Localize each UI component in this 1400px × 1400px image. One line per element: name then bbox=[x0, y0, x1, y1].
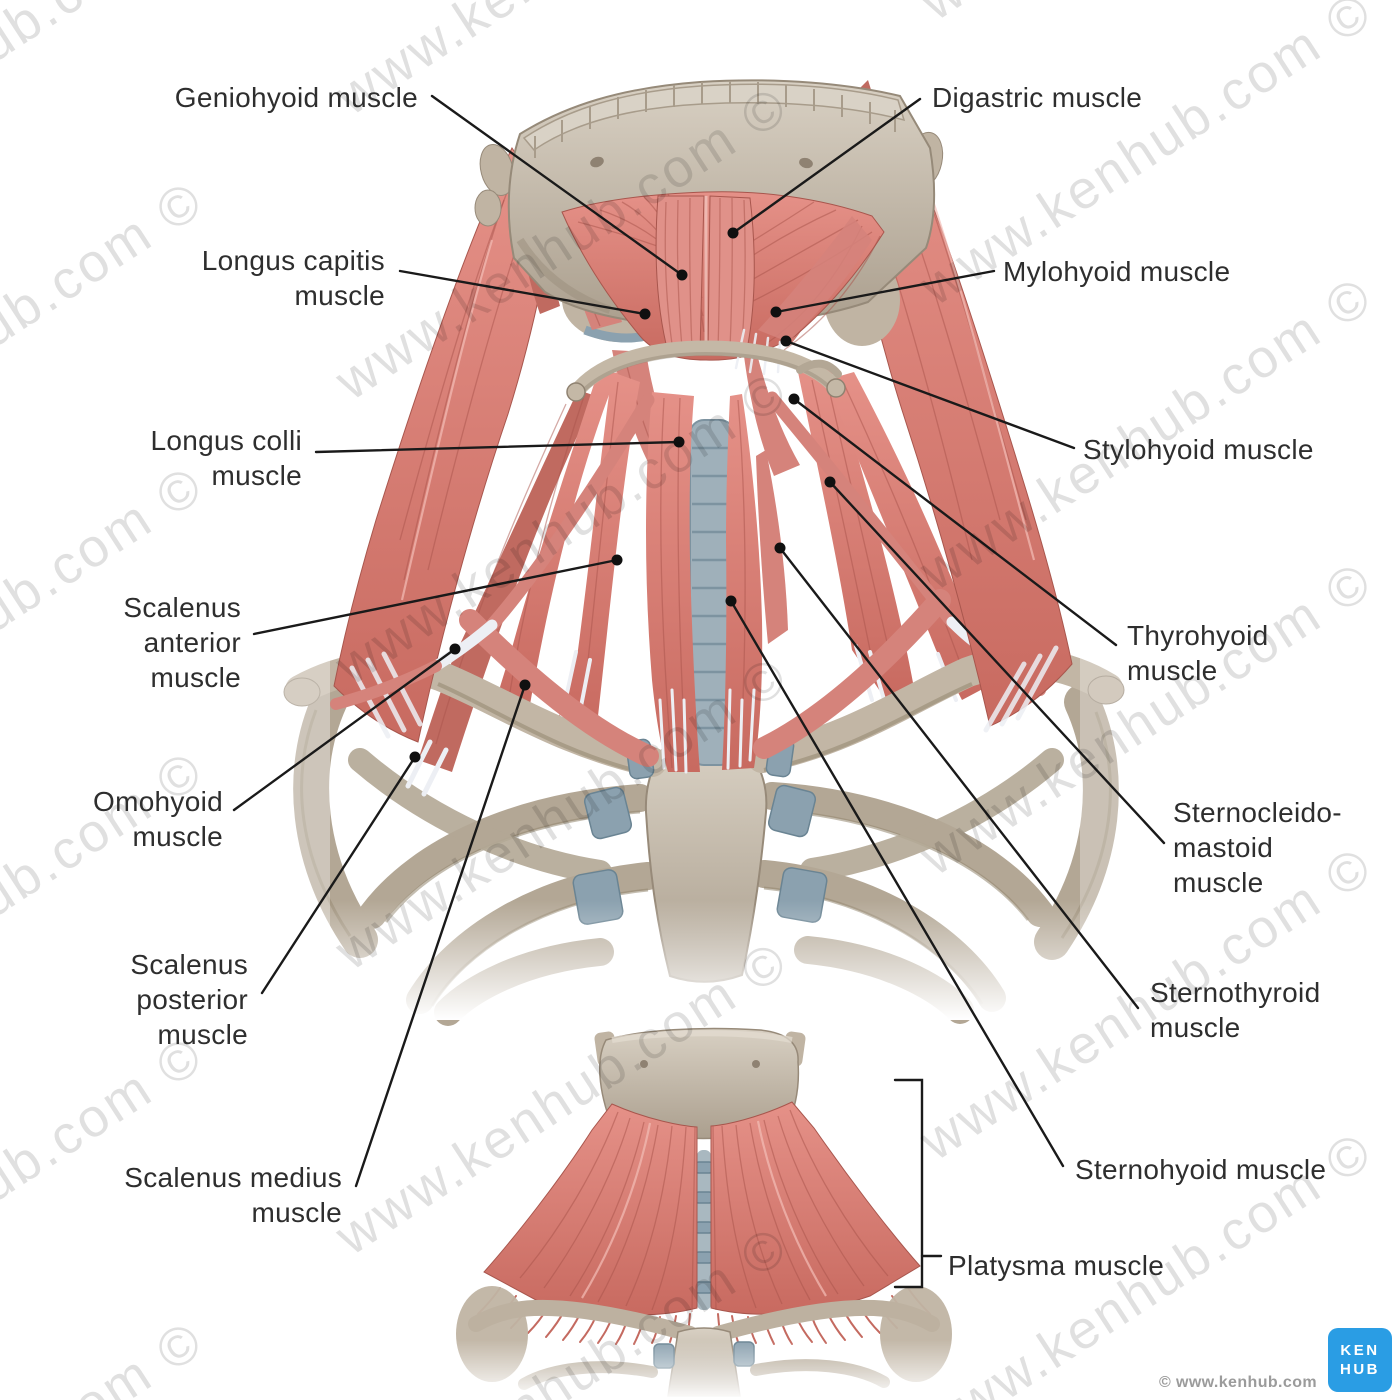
leader-longus-colli bbox=[314, 436, 685, 454]
hyoid-bone bbox=[566, 340, 846, 402]
label-geniohyoid-muscle: Geniohyoid muscle bbox=[174, 82, 418, 113]
sternothyroid-muscle-right bbox=[756, 450, 788, 644]
leader-longus-capitis bbox=[398, 269, 651, 320]
kenhub-logo: KEN HUB bbox=[1328, 1328, 1392, 1392]
copyright-text: © www.kenhub.com bbox=[1158, 1374, 1317, 1391]
leader-mylohyoid bbox=[770, 269, 996, 318]
leader-lines bbox=[232, 94, 1166, 1289]
label-longus-colli-muscle: Longus colli muscle bbox=[150, 425, 302, 491]
label-omohyoid-muscle: Omohyoid muscle bbox=[92, 786, 223, 852]
kenhub-logo-text-bottom: HUB bbox=[1340, 1361, 1380, 1378]
label-platysma-muscle: Platysma muscle bbox=[948, 1250, 1165, 1281]
leader-omohyoid bbox=[232, 643, 461, 812]
mental-foramen-left bbox=[590, 156, 604, 168]
label-thyrohyoid-muscle: Thyrohyoid muscle bbox=[1127, 620, 1269, 686]
label-sternohyoid-muscle: Sternohyoid muscle bbox=[1075, 1154, 1327, 1185]
thyrohyoid-muscle bbox=[744, 350, 800, 476]
platysma-bracket bbox=[893, 1078, 943, 1289]
leader-scalenus-medius bbox=[354, 679, 531, 1188]
label-longus-capitis-muscle: Longus capitis muscle bbox=[201, 245, 385, 311]
mental-foramen-right bbox=[799, 157, 813, 169]
leader-sternohyoid bbox=[725, 595, 1065, 1168]
leader-scalenus-anterior bbox=[252, 554, 623, 636]
label-mylohyoid-muscle: Mylohyoid muscle bbox=[1003, 256, 1231, 287]
platysma-figure bbox=[430, 1027, 970, 1400]
leader-sternothyroid bbox=[774, 542, 1140, 1010]
label-scalenus-anterior-muscle: Scalenus anterior muscle bbox=[123, 592, 241, 693]
leader-digastric bbox=[727, 97, 922, 239]
leader-geniohyoid bbox=[430, 94, 688, 281]
label-sternothyroid-muscle: Sternothyroid muscle bbox=[1150, 977, 1321, 1043]
omohyoid-muscle-left bbox=[485, 393, 655, 632]
label-scalenus-posterior-muscle: Scalenus posterior muscle bbox=[130, 949, 248, 1050]
leader-scalenus-posterior bbox=[260, 751, 421, 995]
label-scalenus-medius-muscle: Scalenus medius muscle bbox=[124, 1162, 342, 1228]
label-digastric-muscle: Digastric muscle bbox=[932, 82, 1143, 113]
label-sternocleidomastoid-muscle: Sternocleido- mastoid muscle bbox=[1173, 797, 1342, 898]
leader-sternocleidomastoid bbox=[824, 476, 1166, 845]
sternohyoid-muscle-left bbox=[646, 392, 700, 772]
kenhub-logo-text-top: KEN bbox=[1340, 1342, 1380, 1359]
leader-thyrohyoid bbox=[788, 393, 1118, 647]
sternohyoid-muscle-right bbox=[722, 394, 763, 770]
label-stylohyoid-muscle: Stylohyoid muscle bbox=[1083, 434, 1314, 465]
leader-stylohyoid bbox=[780, 335, 1076, 450]
